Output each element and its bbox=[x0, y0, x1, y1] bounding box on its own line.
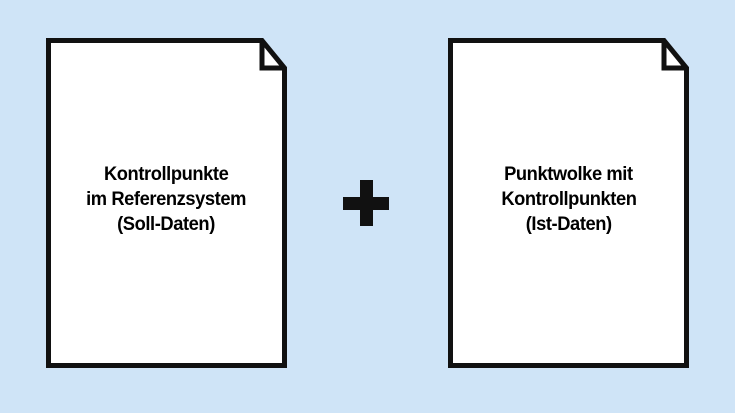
plus-vertical-bar bbox=[359, 180, 373, 226]
document-page-icon bbox=[448, 38, 689, 368]
document-soll-daten[interactable]: Kontrollpunkte im Referenzsystem (Soll-D… bbox=[46, 38, 287, 368]
document-soll-daten-line-2: im Referenzsystem bbox=[86, 187, 247, 210]
document-ist-daten-line-1: Punktwolke mit bbox=[504, 162, 633, 185]
document-ist-daten-line-2: Kontrollpunkten bbox=[500, 187, 637, 210]
document-soll-daten-label: Kontrollpunkte im Referenzsystem (Soll-D… bbox=[46, 38, 287, 368]
document-page-icon bbox=[46, 38, 287, 368]
document-ist-daten-label: Punktwolke mit Kontrollpunkten (Ist-Date… bbox=[448, 38, 689, 368]
document-soll-daten-line-1: Kontrollpunkte bbox=[104, 162, 229, 185]
plus-operator-icon bbox=[343, 180, 389, 226]
document-ist-daten[interactable]: Punktwolke mit Kontrollpunkten (Ist-Date… bbox=[448, 38, 689, 368]
document-soll-daten-line-3: (Soll-Daten) bbox=[117, 212, 216, 235]
document-ist-daten-line-3: (Ist-Daten) bbox=[525, 212, 612, 235]
